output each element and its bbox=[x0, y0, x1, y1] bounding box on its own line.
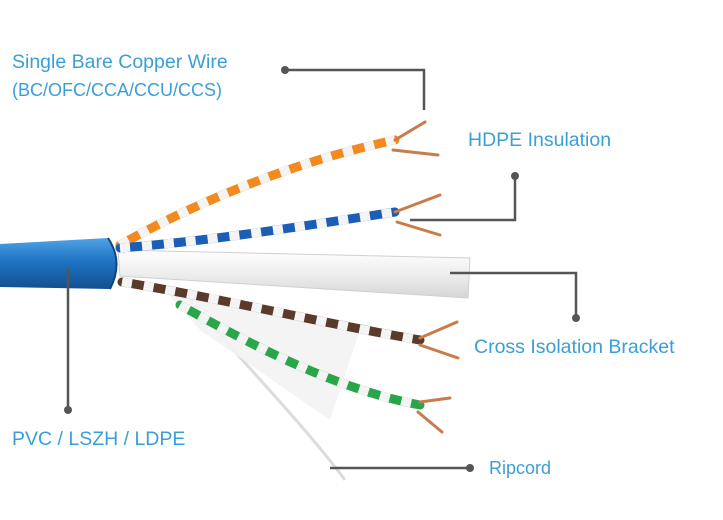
pair-base bbox=[115, 135, 400, 250]
outer-jacket bbox=[0, 238, 117, 289]
leader-dot bbox=[511, 172, 519, 180]
leader-dot bbox=[281, 66, 289, 74]
leader-dot bbox=[572, 314, 580, 322]
hdpe-label: HDPE Insulation bbox=[468, 129, 612, 151]
leader-dot bbox=[64, 406, 72, 414]
copper-conductor bbox=[391, 148, 440, 157]
copper-conductor bbox=[393, 120, 427, 142]
leader-hdpe bbox=[410, 176, 517, 222]
pair-stripes bbox=[177, 301, 421, 410]
pair-stripes bbox=[121, 277, 421, 345]
leader-lines bbox=[66, 68, 578, 470]
jacket-label: PVC / LSZH / LDPE bbox=[12, 428, 186, 450]
copper-wire-label: Single Bare Copper Wire bbox=[12, 51, 228, 73]
leader-dots bbox=[64, 66, 580, 472]
copper-conductor bbox=[393, 193, 442, 214]
brown-pair bbox=[117, 277, 460, 360]
copper-wire-types-label: (BC/OFC/CCA/CCU/CCS) bbox=[12, 80, 222, 100]
copper-conductor bbox=[418, 343, 460, 360]
copper-conductor bbox=[416, 410, 444, 434]
copper-conductor bbox=[395, 220, 442, 237]
cross-isolation-bracket bbox=[117, 249, 471, 299]
ripcord-label: Ripcord bbox=[489, 458, 552, 478]
copper-conductor bbox=[418, 396, 452, 404]
leader-dot bbox=[466, 464, 474, 472]
orange-pair bbox=[115, 120, 440, 250]
green-pair bbox=[175, 300, 452, 434]
pair-stripes bbox=[119, 207, 396, 253]
jacket-edge bbox=[107, 237, 118, 290]
cross-bracket-label: Cross Isolation Bracket bbox=[474, 336, 675, 358]
blue-pair bbox=[115, 193, 442, 253]
copper-conductor bbox=[418, 320, 459, 340]
leader-bracket bbox=[450, 271, 578, 318]
leader-copper-wire bbox=[285, 68, 426, 110]
